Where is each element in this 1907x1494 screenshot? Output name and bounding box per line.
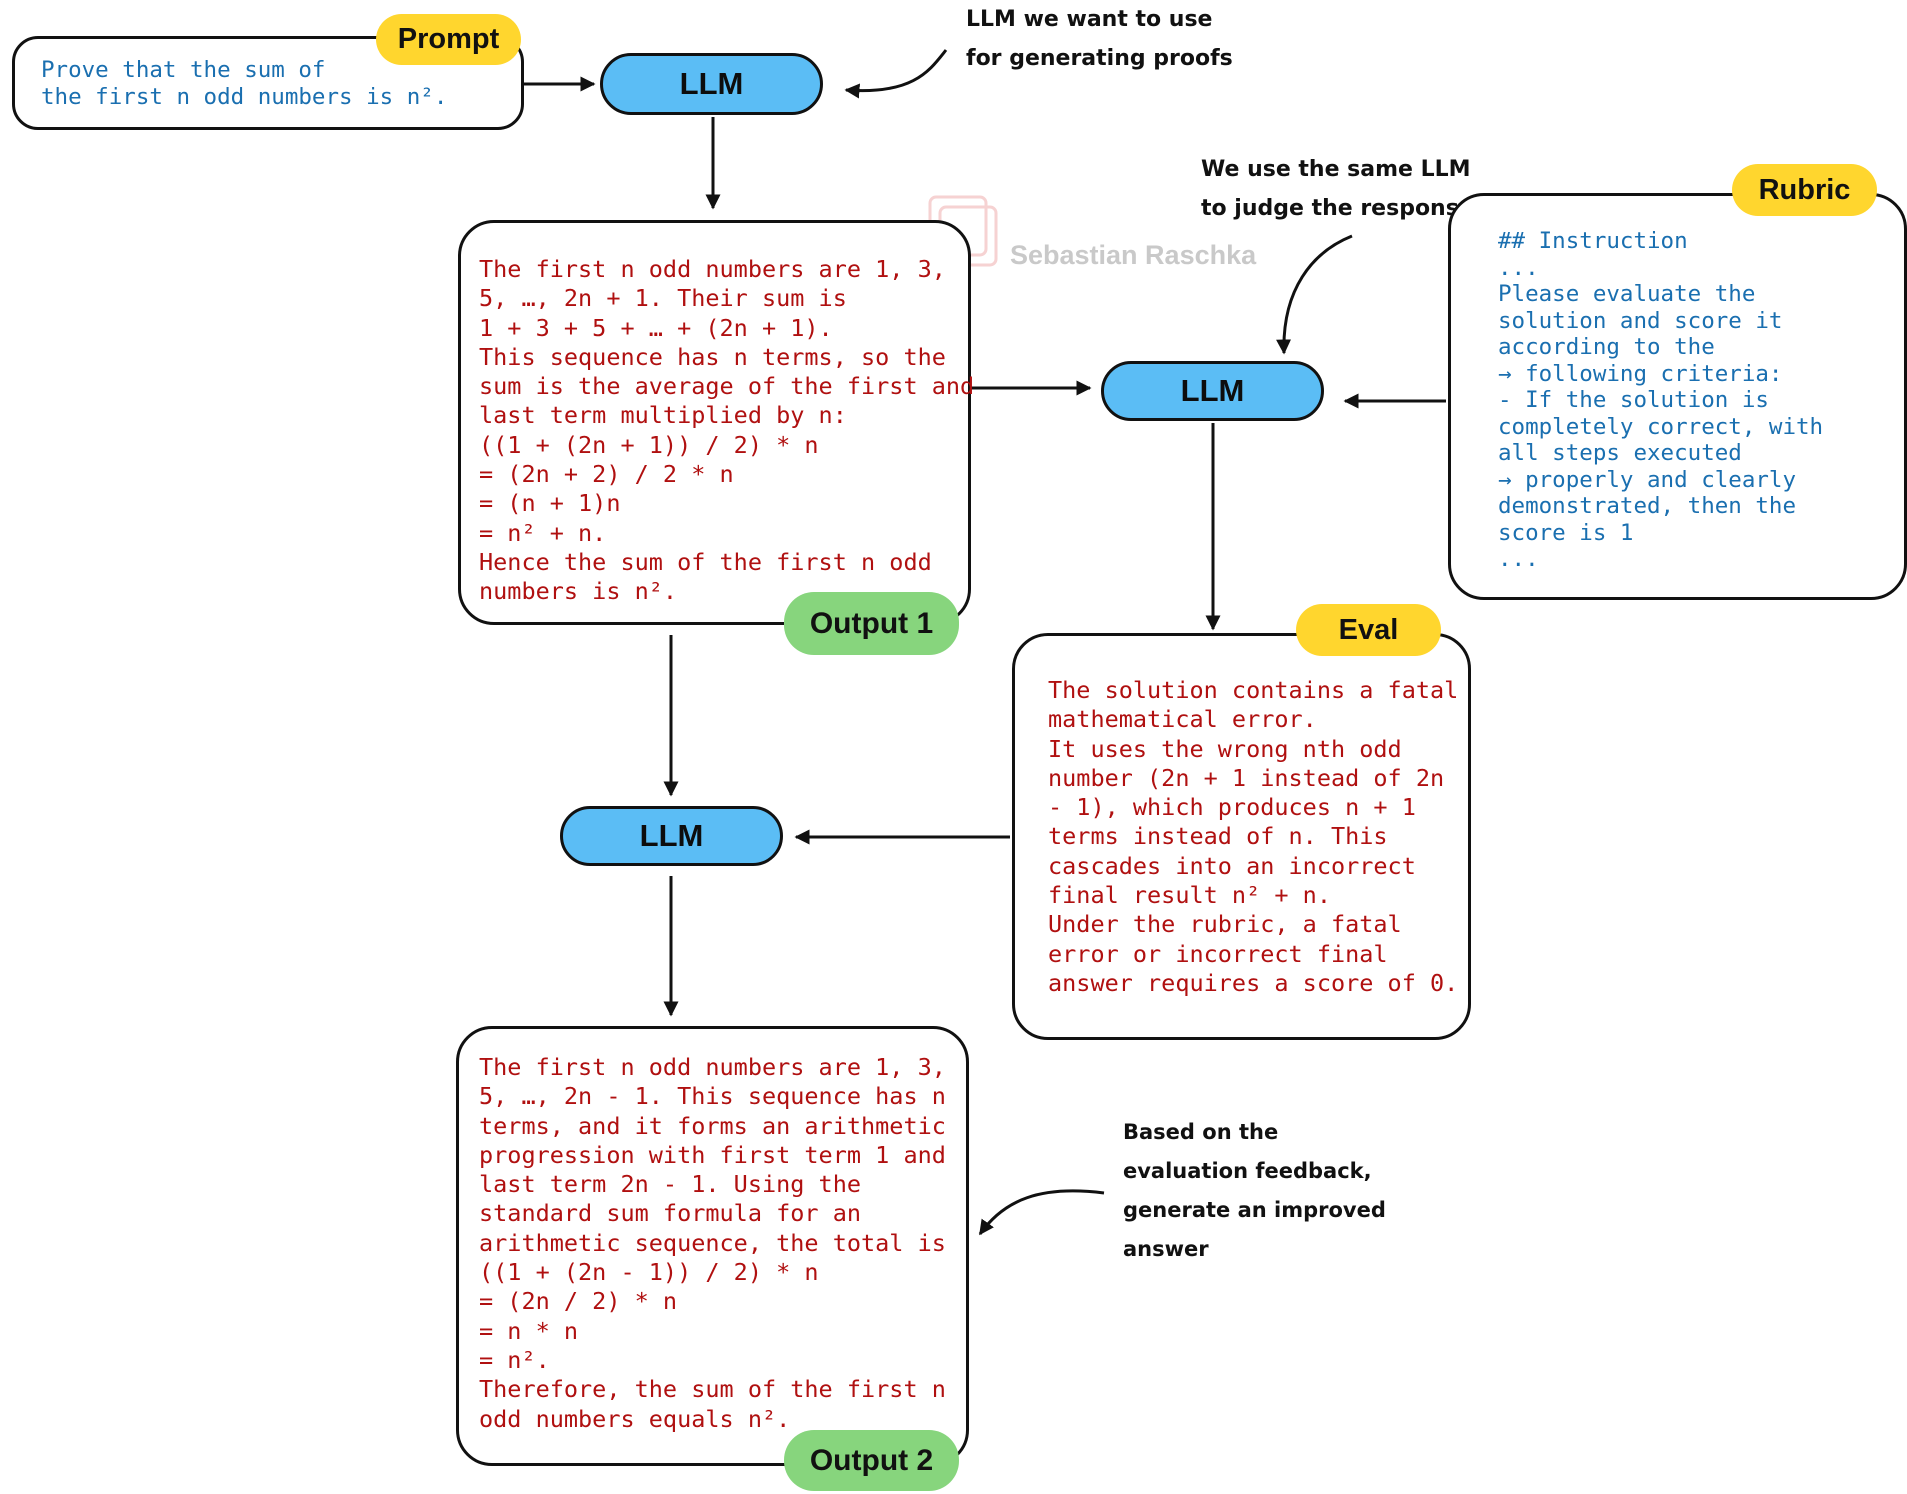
rubric-text: ## Instruction ... Please evaluate the s… (1498, 228, 1824, 572)
output1-box: The first n odd numbers are 1, 3, 5, …, … (458, 220, 975, 625)
eval-tag: Eval (1296, 604, 1441, 656)
callout-arrow-refine (978, 1189, 1105, 1236)
rubric-tag: Rubric (1732, 164, 1877, 216)
callout-arrow-judge (1276, 234, 1353, 355)
llm-generator-pill: LLM (600, 53, 823, 115)
prompt-text: Prove that the sum of the first n odd nu… (41, 57, 448, 110)
llm-judge-pill: LLM (1101, 361, 1324, 421)
note-generate: LLM we want to use for generating proofs (966, 7, 1233, 71)
output2-box: The first n odd numbers are 1, 3, 5, …, … (456, 1026, 969, 1466)
eval-text: The solution contains a fatal mathematic… (1048, 676, 1459, 997)
note-refine: Based on the evaluation feedback, genera… (1123, 1120, 1386, 1261)
output2-tag: Output 2 (784, 1430, 959, 1491)
callout-arrow-generate (844, 49, 948, 99)
watermark-text: Sebastian Raschka (1010, 240, 1257, 270)
eval-box: The solution contains a fatal mathematic… (1012, 633, 1471, 1040)
output1-tag: Output 1 (784, 592, 959, 655)
output2-text: The first n odd numbers are 1, 3, 5, …, … (479, 1053, 946, 1433)
output1-text: The first n odd numbers are 1, 3, 5, …, … (479, 255, 975, 606)
rubric-box: ## Instruction ... Please evaluate the s… (1448, 193, 1907, 600)
prompt-tag: Prompt (376, 14, 521, 65)
note-judge: We use the same LLM to judge the respons… (1201, 157, 1474, 221)
prompt-box: Prove that the sum of the first n odd nu… (12, 36, 524, 130)
llm-refiner-pill: LLM (560, 806, 783, 866)
